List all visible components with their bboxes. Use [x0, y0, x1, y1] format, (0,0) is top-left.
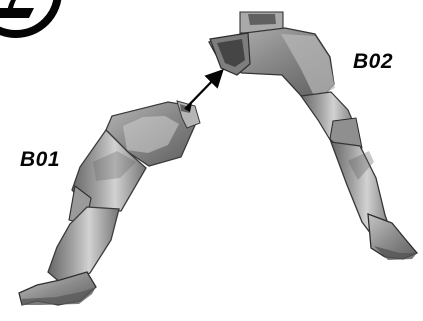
step-badge: 7 — [0, 0, 58, 34]
part-label-b01: B01 — [20, 149, 60, 170]
part-label-b02: B02 — [353, 51, 393, 72]
assembly-arrow — [185, 74, 219, 109]
leg-part-b01 — [19, 101, 200, 305]
step-number: 7 — [2, 0, 23, 21]
